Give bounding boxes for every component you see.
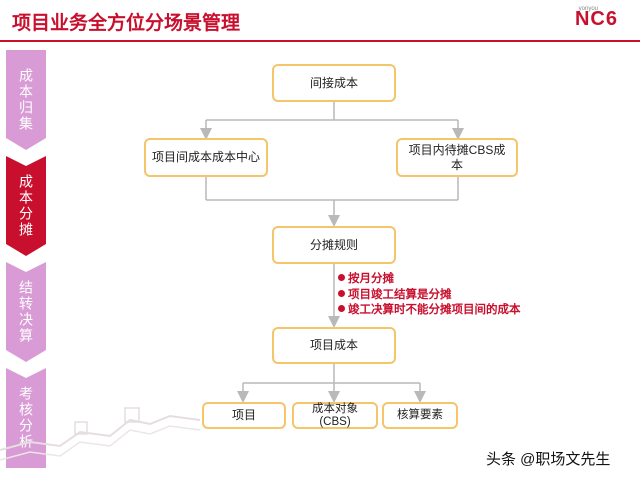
note-item: 项目竣工结算是分摊	[338, 288, 521, 304]
node-label: 分摊规则	[309, 237, 358, 252]
sidebar-item-collection[interactable]: 成本归集	[6, 50, 46, 150]
node-label: 项目间成本成本中心	[152, 150, 261, 164]
note-item: 按月分摊	[338, 272, 521, 288]
bullet-icon	[338, 274, 345, 281]
node-label: 项目成本	[309, 338, 358, 352]
sidebar-item-allocation[interactable]: 成本分摊	[6, 156, 46, 256]
sidebar-item-label: 结转决算	[18, 280, 34, 344]
header-divider	[0, 40, 640, 42]
node-label: 项目内待摊CBS成本	[408, 142, 506, 172]
sidebar-chevron-shape	[6, 50, 46, 150]
note-text: 项目竣工结算是分摊	[348, 288, 452, 301]
great-wall-decoration	[0, 407, 200, 461]
node-inter-project-cost-center: 项目间成本成本中心	[144, 138, 268, 177]
sidebar-chevron-shape	[6, 156, 46, 256]
node-allocation-rules: 分摊规则	[272, 226, 396, 264]
brand-tagline: yonyou	[578, 6, 598, 12]
node-target-accounting-elements: 核算要素	[382, 402, 458, 429]
node-label: 核算要素	[397, 409, 443, 421]
page-title: 项目业务全方位分场景管理	[12, 13, 241, 34]
watermark-text: 头条 @职场文先生	[486, 451, 611, 468]
brand-logo: NC6	[574, 8, 618, 30]
allocation-notes: 按月分摊 项目竣工结算是分摊 竣工决算时不能分摊项目间的成本	[338, 272, 521, 319]
sidebar-item-label: 成本分摊	[18, 174, 34, 238]
node-label: 成本对象(CBS)	[312, 402, 358, 428]
node-project-cost: 项目成本	[272, 327, 396, 364]
bullet-icon	[338, 305, 345, 312]
node-target-cbs: 成本对象(CBS)	[292, 402, 378, 429]
note-text: 竣工决算时不能分摊项目间的成本	[348, 304, 521, 316]
note-text: 按月分摊	[348, 273, 394, 285]
sidebar-item-settlement[interactable]: 结转决算	[6, 262, 46, 362]
sidebar-item-label: 成本归集	[18, 68, 34, 132]
node-target-project: 项目	[202, 402, 286, 429]
node-in-project-cbs-cost: 项目内待摊CBS成本	[396, 138, 518, 177]
header: 项目业务全方位分场景管理 yonyou NC6	[0, 0, 640, 44]
sidebar-item-label: 考核分析	[18, 386, 34, 450]
bullet-icon	[338, 289, 345, 297]
node-indirect-cost: 间接成本	[272, 64, 396, 102]
node-label: 项目	[231, 408, 256, 422]
note-item: 竣工决算时不能分摊项目间的成本	[338, 303, 521, 319]
sidebar-chevron-shape	[6, 262, 46, 362]
node-label: 间接成本	[309, 75, 358, 90]
